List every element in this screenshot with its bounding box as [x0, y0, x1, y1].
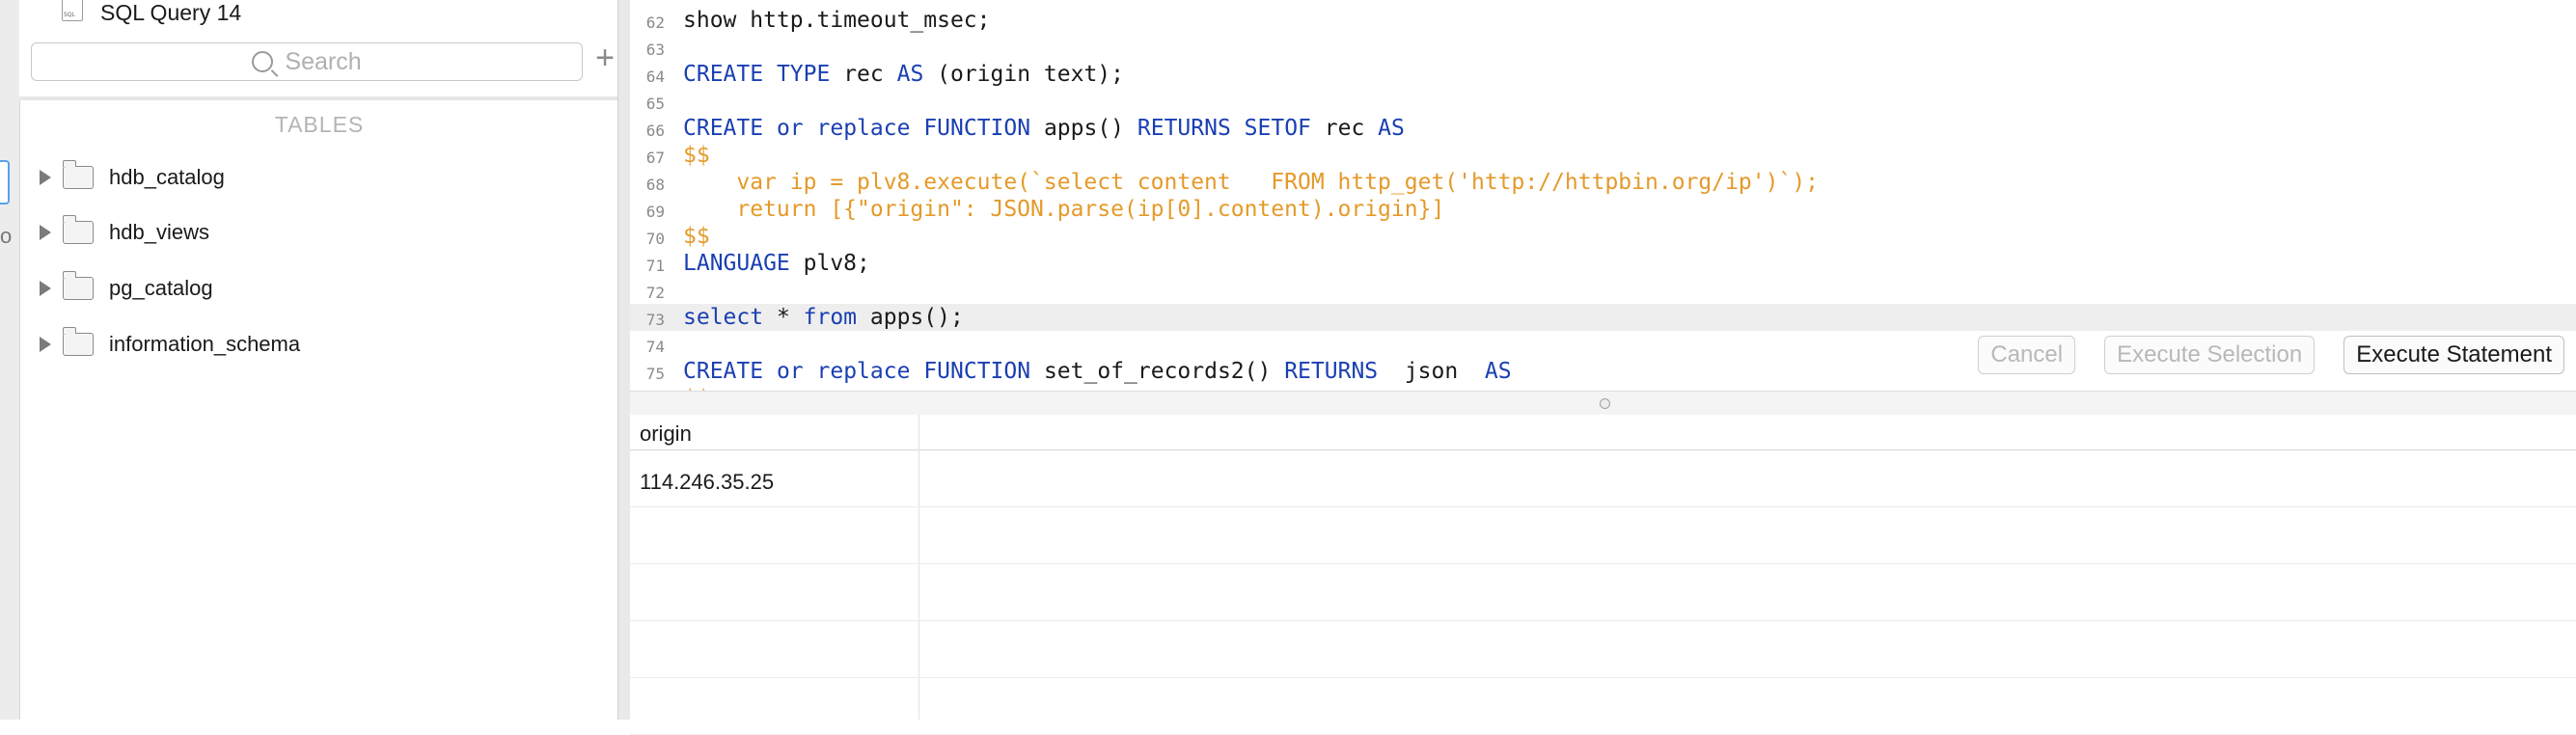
code-text: return [{"origin": JSON.parse(ip[0].cont…: [683, 197, 1445, 222]
line-number: 72: [645, 284, 665, 302]
code-text: select * from apps();: [683, 305, 964, 330]
code-line[interactable]: 62 show http.timeout_msec;: [630, 7, 2576, 34]
folder-icon: [62, 327, 94, 356]
table-row[interactable]: [630, 564, 2576, 621]
code-line[interactable]: 71 LANGUAGE plv8;: [630, 250, 2576, 277]
code-line[interactable]: 66 CREATE or replace FUNCTION apps() RETU…: [630, 115, 2576, 142]
line-number: 74: [645, 338, 665, 356]
line-number: 66: [645, 122, 665, 140]
tree-item-pg-catalog[interactable]: pg_catalog: [20, 269, 213, 308]
code-line[interactable]: 68 var ip = plv8.execute(`select content…: [630, 169, 2576, 196]
disclosure-arrow-icon[interactable]: [40, 281, 51, 296]
code-text: show http.timeout_msec;: [683, 8, 991, 33]
code-line[interactable]: 65: [630, 88, 2576, 115]
code-line[interactable]: 63: [630, 34, 2576, 61]
pane-splitter[interactable]: [630, 391, 2576, 416]
code-line[interactable]: 76$$: [630, 385, 2576, 391]
left-gutter: o: [0, 0, 20, 720]
code-text: $$: [683, 386, 710, 391]
cancel-button[interactable]: Cancel: [1978, 336, 2076, 374]
code-line[interactable]: 72: [630, 277, 2576, 304]
table-row[interactable]: [630, 621, 2576, 678]
sidebar: SQL SQL Query 14 Search + TABLES hdb_cat…: [19, 0, 617, 720]
disclosure-arrow-icon[interactable]: [40, 225, 51, 240]
search-placeholder: Search: [285, 47, 362, 75]
query-label: SQL Query 14: [100, 0, 242, 25]
code-line[interactable]: 75 CREATE or replace FUNCTION set_of_reco…: [630, 358, 2576, 385]
results-header: origin: [630, 415, 2576, 450]
code-line[interactable]: 69 return [{"origin": JSON.parse(ip[0].c…: [630, 196, 2576, 223]
code-text: $$: [683, 143, 710, 168]
sidebar-splitter[interactable]: [617, 0, 631, 720]
line-number: 64: [645, 68, 665, 86]
line-number: 62: [645, 14, 665, 32]
tree-item-label: hdb_catalog: [109, 165, 225, 189]
table-cell: 114.246.35.25: [640, 470, 775, 494]
code-line[interactable]: 74: [630, 331, 2576, 358]
code-line[interactable]: 70 $$: [630, 223, 2576, 250]
execute-statement-button[interactable]: Execute Statement: [2343, 336, 2564, 374]
line-number: 73: [645, 311, 665, 329]
code-line[interactable]: 64 CREATE TYPE rec AS (origin text);: [630, 61, 2576, 88]
tree-item-hdb-views[interactable]: hdb_views: [20, 213, 209, 252]
folder-icon: [62, 215, 94, 244]
table-row[interactable]: 114.246.35.25: [630, 450, 2576, 507]
line-number: 75: [645, 365, 665, 383]
table-row[interactable]: [630, 678, 2576, 735]
gutter-tab[interactable]: [0, 160, 10, 204]
folder-icon: [62, 160, 94, 189]
line-number: 67: [645, 149, 665, 167]
line-number: 65: [645, 95, 665, 113]
code-text: var ip = plv8.execute(`select content FR…: [683, 170, 1820, 195]
tables-header: TABLES: [274, 112, 365, 137]
code-text: CREATE or replace FUNCTION set_of_record…: [683, 359, 1512, 384]
code-text: CREATE or replace FUNCTION apps() RETURN…: [683, 116, 1405, 141]
column-header-origin[interactable]: origin: [640, 422, 692, 446]
execute-selection-button[interactable]: Execute Selection: [2104, 336, 2316, 374]
gutter-tool-icon[interactable]: o: [0, 224, 13, 248]
tree-item-label: information_schema: [109, 332, 301, 356]
tree-item-information-schema[interactable]: information_schema: [20, 325, 300, 364]
folder-icon: [62, 271, 94, 300]
code-text: $$: [683, 224, 710, 249]
disclosure-arrow-icon[interactable]: [40, 170, 51, 185]
search-input[interactable]: Search: [31, 42, 583, 81]
line-number: 68: [645, 176, 665, 194]
tree-item-hdb-catalog[interactable]: hdb_catalog: [20, 158, 225, 197]
tables-panel: TABLES hdb_catalog hdb_views pg_catalog …: [19, 100, 617, 720]
split-handle-icon[interactable]: [1600, 398, 1610, 409]
code-text: CREATE TYPE rec AS (origin text);: [683, 62, 1125, 87]
disclosure-arrow-icon[interactable]: [40, 337, 51, 352]
results-table: origin 114.246.35.25: [630, 415, 2576, 735]
line-number: 69: [645, 203, 665, 221]
code-line[interactable]: 67 $$: [630, 142, 2576, 169]
sql-editor[interactable]: 62 show http.timeout_msec; 63 64 CREATE TYPE…: [630, 0, 2576, 391]
tree-item-label: pg_catalog: [109, 276, 213, 300]
column-separator[interactable]: [918, 415, 919, 720]
code-text: LANGUAGE plv8;: [683, 251, 870, 276]
search-icon: [252, 51, 274, 72]
sidebar-divider: [19, 96, 617, 100]
code-line[interactable]: 73 select * from apps();: [630, 304, 2576, 331]
editor-actions: Cancel Execute Selection Execute Stateme…: [1978, 336, 2564, 374]
line-number: 71: [645, 257, 665, 275]
tree-item-label: hdb_views: [109, 220, 209, 244]
line-number: 63: [645, 41, 665, 59]
table-row[interactable]: [630, 507, 2576, 564]
line-number: 70: [645, 230, 665, 248]
add-button[interactable]: +: [595, 40, 615, 76]
sql-file-icon: SQL: [62, 0, 83, 21]
sidebar-query-item[interactable]: SQL SQL Query 14: [62, 0, 241, 25]
